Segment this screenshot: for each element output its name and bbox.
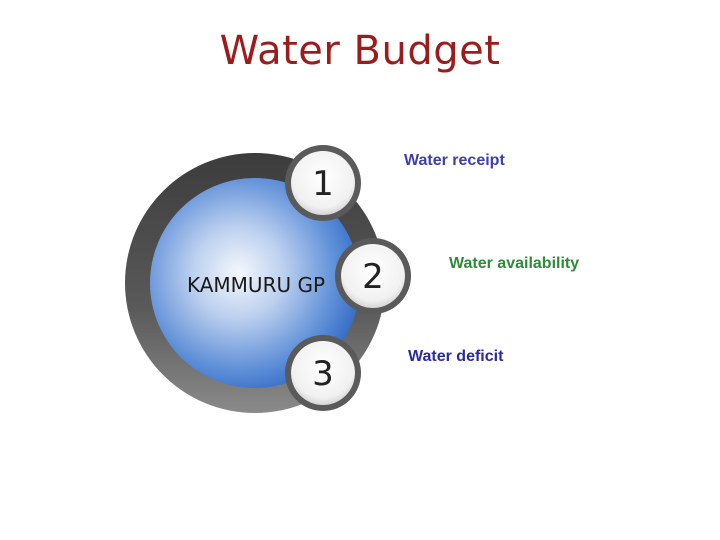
step-number-2: 2 xyxy=(362,257,384,297)
page-title: Water Budget xyxy=(219,28,501,74)
step-label-1: Water receipt xyxy=(404,152,505,169)
step-label-3: Water deficit xyxy=(408,348,504,365)
step-number-1: 1 xyxy=(312,164,334,204)
step-node-1 xyxy=(285,145,361,221)
step-node-2 xyxy=(335,238,411,314)
step-node-3 xyxy=(285,335,361,411)
center-disc xyxy=(150,178,360,388)
step-number-3: 3 xyxy=(312,354,334,394)
step-label-2: Water availability xyxy=(449,255,580,272)
center-label: KAMMURU GP xyxy=(186,273,326,297)
